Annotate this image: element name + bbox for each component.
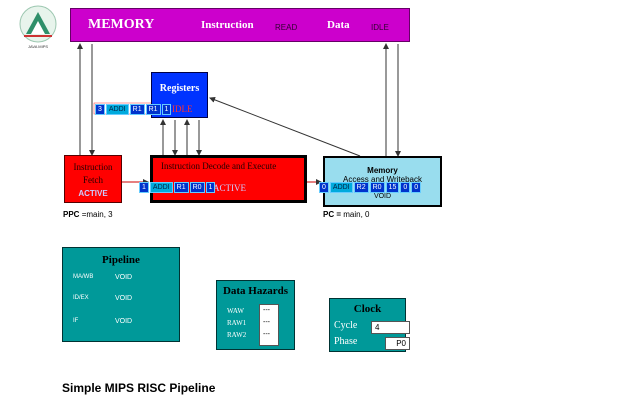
hazard-label: RAW2 [227, 331, 247, 339]
token: R1 [173, 182, 189, 193]
writeback-line [209, 97, 361, 157]
decode-instruction-tokens: 1 ADDI R1 R0 1 [139, 182, 216, 193]
hazard-label: WAW [227, 307, 244, 315]
memory-title: MEMORY [88, 17, 155, 32]
token: R1 [145, 104, 161, 115]
pc-label: PC = [323, 210, 342, 219]
registers-instruction-tokens: 3 ADDI R1 R1 1 [95, 104, 172, 115]
token: R0 [369, 182, 385, 193]
page-caption: Simple MIPS RISC Pipeline [62, 381, 216, 395]
cycle-label: Cycle [334, 320, 358, 331]
clock-panel: Clock Cycle 4 Phase P0 [329, 298, 410, 352]
token: 0 [411, 182, 422, 193]
token: ADDI [329, 182, 353, 193]
token: R2 [353, 182, 369, 193]
hazard-label: RAW1 [227, 319, 247, 327]
data-label: Data [327, 19, 350, 31]
instruction-label: Instruction [201, 19, 254, 31]
memstage-status: VOID [373, 193, 392, 200]
fetch-status: ACTIVE [78, 189, 108, 198]
ppc-label: PPC [63, 210, 80, 219]
pipeline-row-value: VOID [115, 295, 133, 302]
memory-access-writeback-unit: Memory Access and Writeback VOID [323, 156, 442, 207]
memstage-line2: Access and Writeback [343, 175, 422, 184]
decode-title: Instruction Decode and Execute [161, 161, 277, 171]
memstage-line1: Memory [367, 166, 398, 175]
data-state: IDLE [371, 23, 389, 32]
phase-label: Phase [334, 336, 358, 347]
token: 15 [385, 182, 400, 193]
memory-unit: MEMORY Instruction READ Data IDLE [70, 8, 410, 42]
token: 0 [319, 182, 329, 193]
token: ADDI [149, 182, 173, 193]
logo-icon [19, 5, 57, 43]
hazard-values-box: --- --- --- [259, 304, 279, 346]
fetch-line2: Fetch [83, 175, 103, 185]
memstage-instruction-tokens: 0 ADDI R2 R0 15 0 0 [319, 182, 422, 193]
pipeline-row-value: VOID [115, 318, 133, 325]
token: 1 [205, 182, 216, 193]
token: 0 [400, 182, 411, 193]
pipeline-title: Pipeline [102, 254, 140, 266]
pipeline-row-label: IF [73, 318, 79, 324]
fetch-line1: Instruction [73, 162, 113, 172]
phase-field: P0 [385, 337, 410, 350]
pipeline-panel: Pipeline MA/WB VOID ID/EX VOID IF VOID [62, 247, 180, 342]
pc-value: main, 0 [343, 210, 370, 219]
logo: JAVA MIPS [18, 4, 58, 50]
registers-title: Registers [159, 83, 200, 94]
hazard-value: --- [263, 307, 270, 314]
pipeline-row: ID/EX [73, 295, 89, 301]
token: R1 [129, 104, 145, 115]
hazard-value: --- [263, 319, 270, 326]
pipeline-row-value: VOID [115, 274, 133, 281]
hazard-value: --- [263, 331, 270, 338]
cycle-field: 4 [371, 321, 410, 334]
instruction-fetch-unit: Instruction Fetch ACTIVE [64, 155, 122, 203]
pipeline-row-label: MA/WB [73, 274, 94, 280]
token: 1 [139, 182, 149, 193]
data-hazards-panel: Data Hazards WAW RAW1 RAW2 --- --- --- [216, 280, 295, 350]
pipeline-row: IF [73, 318, 78, 324]
pipeline-row: MA/WB [73, 274, 93, 280]
instruction-state: READ [275, 23, 298, 32]
decode-status: ACTIVE [213, 183, 246, 193]
hazards-title: Data Hazards [222, 285, 289, 297]
registers-status: IDLE [172, 104, 193, 114]
logo-text: JAVA MIPS [27, 44, 49, 49]
token: 1 [161, 104, 172, 115]
ppc-readout: PPC =main, 3 [63, 210, 113, 219]
ppc-value: =main, 3 [81, 210, 113, 219]
token: ADDI [105, 104, 129, 115]
pipeline-row-label: ID/EX [73, 295, 89, 301]
token: R0 [189, 182, 205, 193]
pc-readout: PC = main, 0 [323, 210, 369, 219]
decode-execute-unit: Instruction Decode and Execute ACTIVE [150, 155, 307, 203]
clock-title: Clock [353, 303, 382, 315]
token: 3 [95, 104, 105, 115]
